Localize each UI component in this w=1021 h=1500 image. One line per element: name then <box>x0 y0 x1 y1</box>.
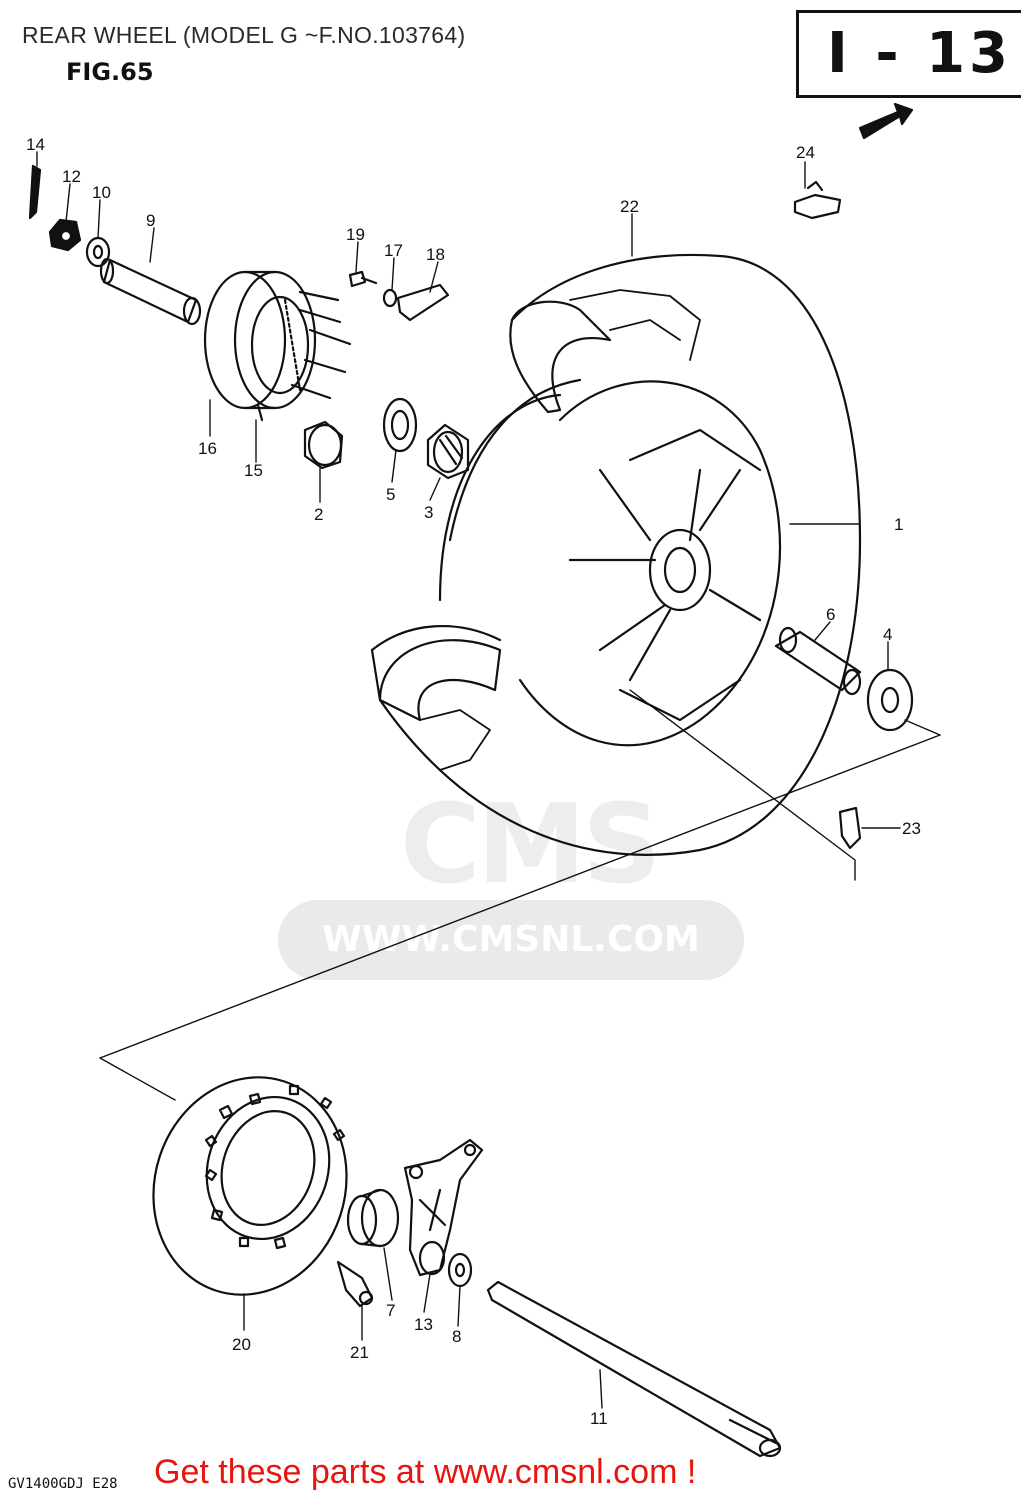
figure-label: FIG.65 <box>66 58 154 86</box>
callout-19: 19 <box>346 225 365 244</box>
part-20-brake-disc <box>152 1076 348 1296</box>
callout-11: 11 <box>590 1409 608 1428</box>
part-1-wheel <box>438 378 782 747</box>
callout-17: 17 <box>384 241 403 260</box>
callout-21: 21 <box>350 1343 369 1362</box>
diagram-title: REAR WHEEL (MODEL G ~F.NO.103764) <box>22 22 466 48</box>
part-5-oil-seal <box>382 397 418 453</box>
part-14-cotter-pin <box>28 164 42 220</box>
callout-9: 9 <box>146 211 155 230</box>
part-4-bearing <box>866 668 914 732</box>
part-22-tire <box>370 253 862 856</box>
model-code: GV1400GDJ E28 <box>8 1476 118 1492</box>
callout-4: 4 <box>883 625 892 644</box>
callout-16: 16 <box>198 439 217 458</box>
front-arrow-icon <box>858 102 914 140</box>
callout-1: 1 <box>894 515 903 534</box>
callout-numbers: 14 12 10 9 19 17 18 22 24 1 6 4 23 16 15… <box>26 135 921 1428</box>
callout-10: 10 <box>92 183 111 202</box>
part-15-studs <box>256 290 352 422</box>
callout-14: 14 <box>26 135 45 154</box>
part-16-drum <box>203 270 317 410</box>
page-code: I - 13 <box>827 21 1012 86</box>
callout-18: 18 <box>426 245 445 264</box>
watermark-logo: CMS <box>400 780 661 908</box>
leader-lines <box>36 151 901 1409</box>
part-9-spacer <box>99 257 202 326</box>
callout-20: 20 <box>232 1335 251 1354</box>
watermark-url-badge: WWW.CMSNL.COM <box>278 900 744 980</box>
callout-7: 7 <box>386 1301 395 1320</box>
callout-23: 23 <box>902 819 921 838</box>
part-18-lock-plate <box>396 283 450 322</box>
part-13-caliper-bracket <box>403 1138 484 1277</box>
page-code-box: I - 13 <box>796 10 1021 98</box>
part-8-washer <box>447 1252 473 1288</box>
part-3-bearing <box>426 423 470 480</box>
callout-3: 3 <box>424 503 433 522</box>
callout-8: 8 <box>452 1327 461 1346</box>
callout-22: 22 <box>620 197 639 216</box>
part-12-nut <box>48 218 82 252</box>
callout-12: 12 <box>62 167 81 186</box>
part-6-spacer <box>774 626 862 696</box>
part-19-bolt <box>348 270 378 288</box>
part-17-washer <box>382 288 398 308</box>
part-21-bolt <box>336 1260 374 1308</box>
guide-lines <box>99 689 941 1101</box>
callout-24: 24 <box>796 143 815 162</box>
callout-15: 15 <box>244 461 263 480</box>
part-23-valve <box>838 806 862 850</box>
callout-2: 2 <box>314 505 323 524</box>
part-2-damper <box>303 420 344 470</box>
callout-5: 5 <box>386 485 395 504</box>
part-10-washer <box>85 236 111 268</box>
part-7-collar <box>346 1188 400 1248</box>
part-11-axle <box>486 1280 782 1458</box>
part-24-balance-weight <box>793 180 842 220</box>
callout-6: 6 <box>826 605 835 624</box>
callout-13: 13 <box>414 1315 433 1334</box>
watermark-url: WWW.CMSNL.COM <box>322 919 700 960</box>
parts-banner-link[interactable]: Get these parts at www.cmsnl.com ! <box>154 1453 697 1491</box>
